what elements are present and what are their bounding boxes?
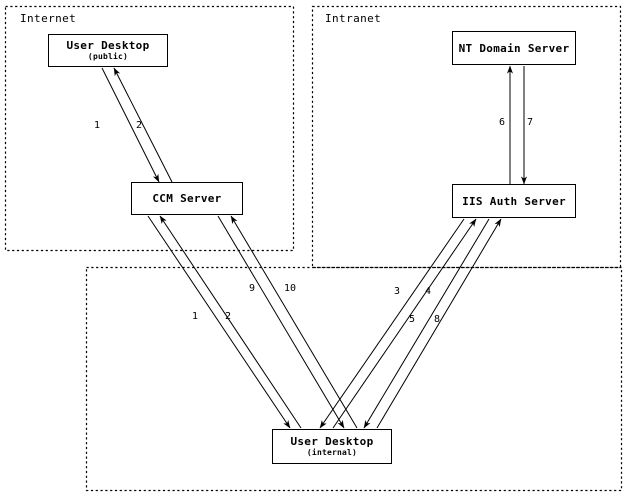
- edge-flow-4: [332, 218, 477, 429]
- edge-label-flow-10: 10: [284, 283, 297, 294]
- edge-label-flow-2-public: 2: [136, 120, 143, 131]
- node-user-desktop-internal[interactable]: User Desktop (internal): [272, 429, 392, 464]
- edge-label-flow-3: 3: [394, 286, 401, 297]
- edge-flow-1-internal: [147, 215, 291, 429]
- node-title: IIS Auth Server: [462, 194, 566, 208]
- zone-label-intranet: Intranet: [325, 12, 382, 25]
- node-iis-auth-server[interactable]: IIS Auth Server: [452, 184, 576, 218]
- node-title: CCM Server: [152, 192, 222, 205]
- edge-label-flow-8: 8: [434, 314, 441, 325]
- zone-intranet-border: [311, 5, 622, 269]
- zone-internet-border: [4, 5, 295, 252]
- node-ccm-server[interactable]: CCM Server: [131, 182, 243, 215]
- edge-label-flow-7: 7: [527, 117, 534, 128]
- edge-label-flow-2-internal: 2: [225, 311, 232, 322]
- node-subtitle: (internal): [306, 448, 358, 457]
- edge-label-flow-1-public: 1: [94, 120, 101, 131]
- edge-flow-5: [363, 218, 490, 429]
- node-title: NT Domain Server: [458, 41, 570, 55]
- edge-flow-2-public: [113, 67, 173, 183]
- edge-flow-10: [230, 215, 358, 429]
- edge-label-flow-9: 9: [249, 283, 256, 294]
- node-nt-domain-server[interactable]: NT Domain Server: [452, 31, 576, 65]
- node-user-desktop-public[interactable]: User Desktop (public): [48, 34, 168, 67]
- zone-label-internet: Internet: [20, 12, 77, 25]
- edge-flow-8: [376, 218, 502, 429]
- edge-flow-9: [217, 215, 345, 429]
- edge-flow-3: [319, 218, 465, 429]
- edge-label-flow-4: 4: [425, 286, 432, 297]
- edge-label-flow-6: 6: [499, 117, 506, 128]
- edge-label-flow-5: 5: [409, 314, 416, 325]
- edge-flow-1-public: [101, 67, 160, 183]
- node-title: User Desktop: [290, 435, 374, 448]
- node-subtitle: (public): [87, 52, 129, 61]
- edge-flow-2-internal: [159, 215, 302, 429]
- edge-label-flow-1-internal: 1: [192, 311, 199, 322]
- node-title: User Desktop: [66, 39, 150, 52]
